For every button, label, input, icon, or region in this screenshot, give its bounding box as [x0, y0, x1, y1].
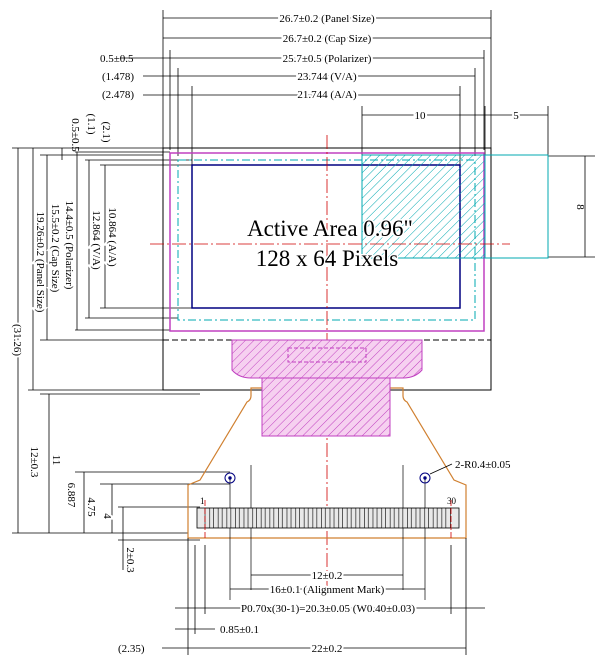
bottom-dimensions: [162, 538, 485, 655]
v-offset-11-label: (1.1): [85, 113, 97, 134]
pin-last-label: 30: [447, 496, 457, 506]
driver-ic: [287, 347, 367, 363]
panel-size-width-label: 26.7±0.2 (Panel Size): [279, 13, 375, 25]
pin-center-marks: [204, 500, 452, 540]
alignment-holes: [224, 472, 431, 484]
offset-05-label: 0.5±0.5: [100, 53, 134, 65]
fpc-2-label: 2±0.3: [124, 547, 136, 573]
alignment-hole-left: [224, 472, 236, 484]
alignment-mark-label: 16±0.1 (Alignment Mark): [270, 584, 385, 596]
v-offset-05-label: 0.5±0.5: [69, 118, 81, 152]
dim-085-label: 0.85±0.1: [220, 624, 259, 636]
hole-radius-label: 2-R0.4±0.05: [455, 459, 511, 471]
polarizer-width-label: 25.7±0.5 (Polarizer): [283, 53, 372, 65]
va-height-label: 12.864 (V/A): [90, 210, 102, 270]
v-offset-21-label: (2.1): [100, 121, 112, 142]
dim-5-label: 5: [513, 110, 519, 122]
pin-first-label: 1: [200, 496, 205, 506]
pin-contacts: [203, 508, 453, 528]
fpc-4-label: 4: [101, 513, 113, 519]
dim-235-label: (2.35): [118, 643, 145, 655]
left-dimensions: [12, 147, 230, 570]
cap-size-height-label: 15.5±0.2 (Cap Size): [49, 204, 61, 293]
fpc-6887-label: 6.887: [65, 483, 77, 508]
offset-1478-label: (1.478): [102, 71, 134, 83]
right-dim-8: [548, 155, 595, 258]
top-dimensions: [120, 10, 549, 165]
detail-outline: [361, 154, 549, 259]
total-height-label: (31.26): [11, 324, 23, 356]
aa-width-label: 21.744 (A/A): [297, 89, 357, 101]
polarizer-height-label: 14.4±0.5 (Polarizer): [63, 201, 75, 290]
stiffener-area: [261, 377, 391, 437]
offset-2478-label: (2.478): [102, 89, 134, 101]
active-area-title: Active Area 0.96": [247, 216, 413, 241]
fpc-475-label: 4.75: [85, 497, 97, 517]
pitch-label: P0.70x(30-1)=20.3±0.05 (W0.40±0.03): [241, 603, 415, 615]
width-12-label: 12±0.2: [312, 570, 343, 582]
hole-leader: [429, 463, 453, 475]
panel-size-height-label: 19.26±0.2 (Panel Size): [34, 212, 46, 313]
fpc-11-label: 11: [50, 455, 62, 466]
detail-hatch-region: [361, 154, 486, 259]
dim-22-label: 22±0.2: [312, 643, 343, 655]
cap-size-width-label: 26.7±0.2 (Cap Size): [283, 33, 372, 45]
va-width-label: 23.744 (V/A): [297, 71, 357, 83]
va-outline: [177, 159, 476, 321]
fpc-12-label: 12±0.3: [28, 447, 40, 478]
aa-height-label: 10.864 (A/A): [106, 207, 118, 267]
dim-8-label: 8: [574, 204, 586, 210]
active-area-resolution: 128 x 64 Pixels: [256, 246, 399, 271]
ic-bonding-area: [231, 339, 423, 379]
dim-10-label: 10: [415, 110, 427, 122]
alignment-hole-right: [419, 472, 431, 484]
